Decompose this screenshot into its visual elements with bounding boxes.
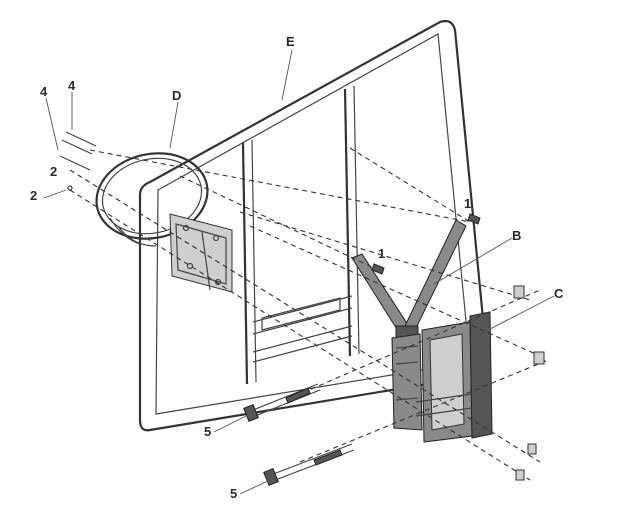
label-bolt-1a: 1 — [464, 196, 471, 211]
label-bolt-5b: 5 — [230, 486, 237, 501]
leader-lines — [43, 49, 555, 495]
label-part-2b: 2 — [30, 188, 37, 203]
label-bolt-5a: 5 — [204, 424, 211, 439]
label-rim: D — [172, 88, 181, 103]
fasteners — [59, 131, 545, 487]
rim — [95, 152, 233, 293]
label-part-4b: 4 — [68, 78, 76, 93]
label-bracket: B — [512, 228, 521, 243]
label-bolt-1b: 1 — [378, 246, 385, 261]
callouts: E D B C 1 1 2 2 4 4 5 5 — [30, 34, 564, 501]
assembly-lines — [69, 147, 549, 481]
label-backboard: E — [286, 34, 295, 49]
label-part-4a: 4 — [40, 84, 48, 99]
mount-plate — [415, 311, 493, 443]
label-part-2a: 2 — [50, 164, 57, 179]
label-mount-plate: C — [554, 286, 564, 301]
bracket — [351, 219, 467, 431]
